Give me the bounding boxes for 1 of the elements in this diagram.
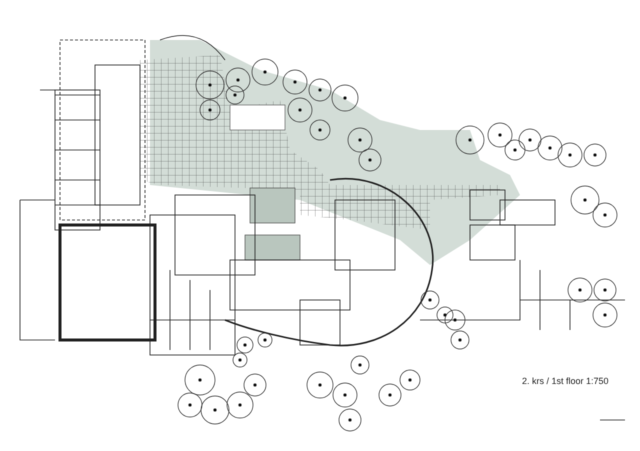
scale-caption: 2. krs / 1st floor 1:750 bbox=[522, 375, 609, 388]
